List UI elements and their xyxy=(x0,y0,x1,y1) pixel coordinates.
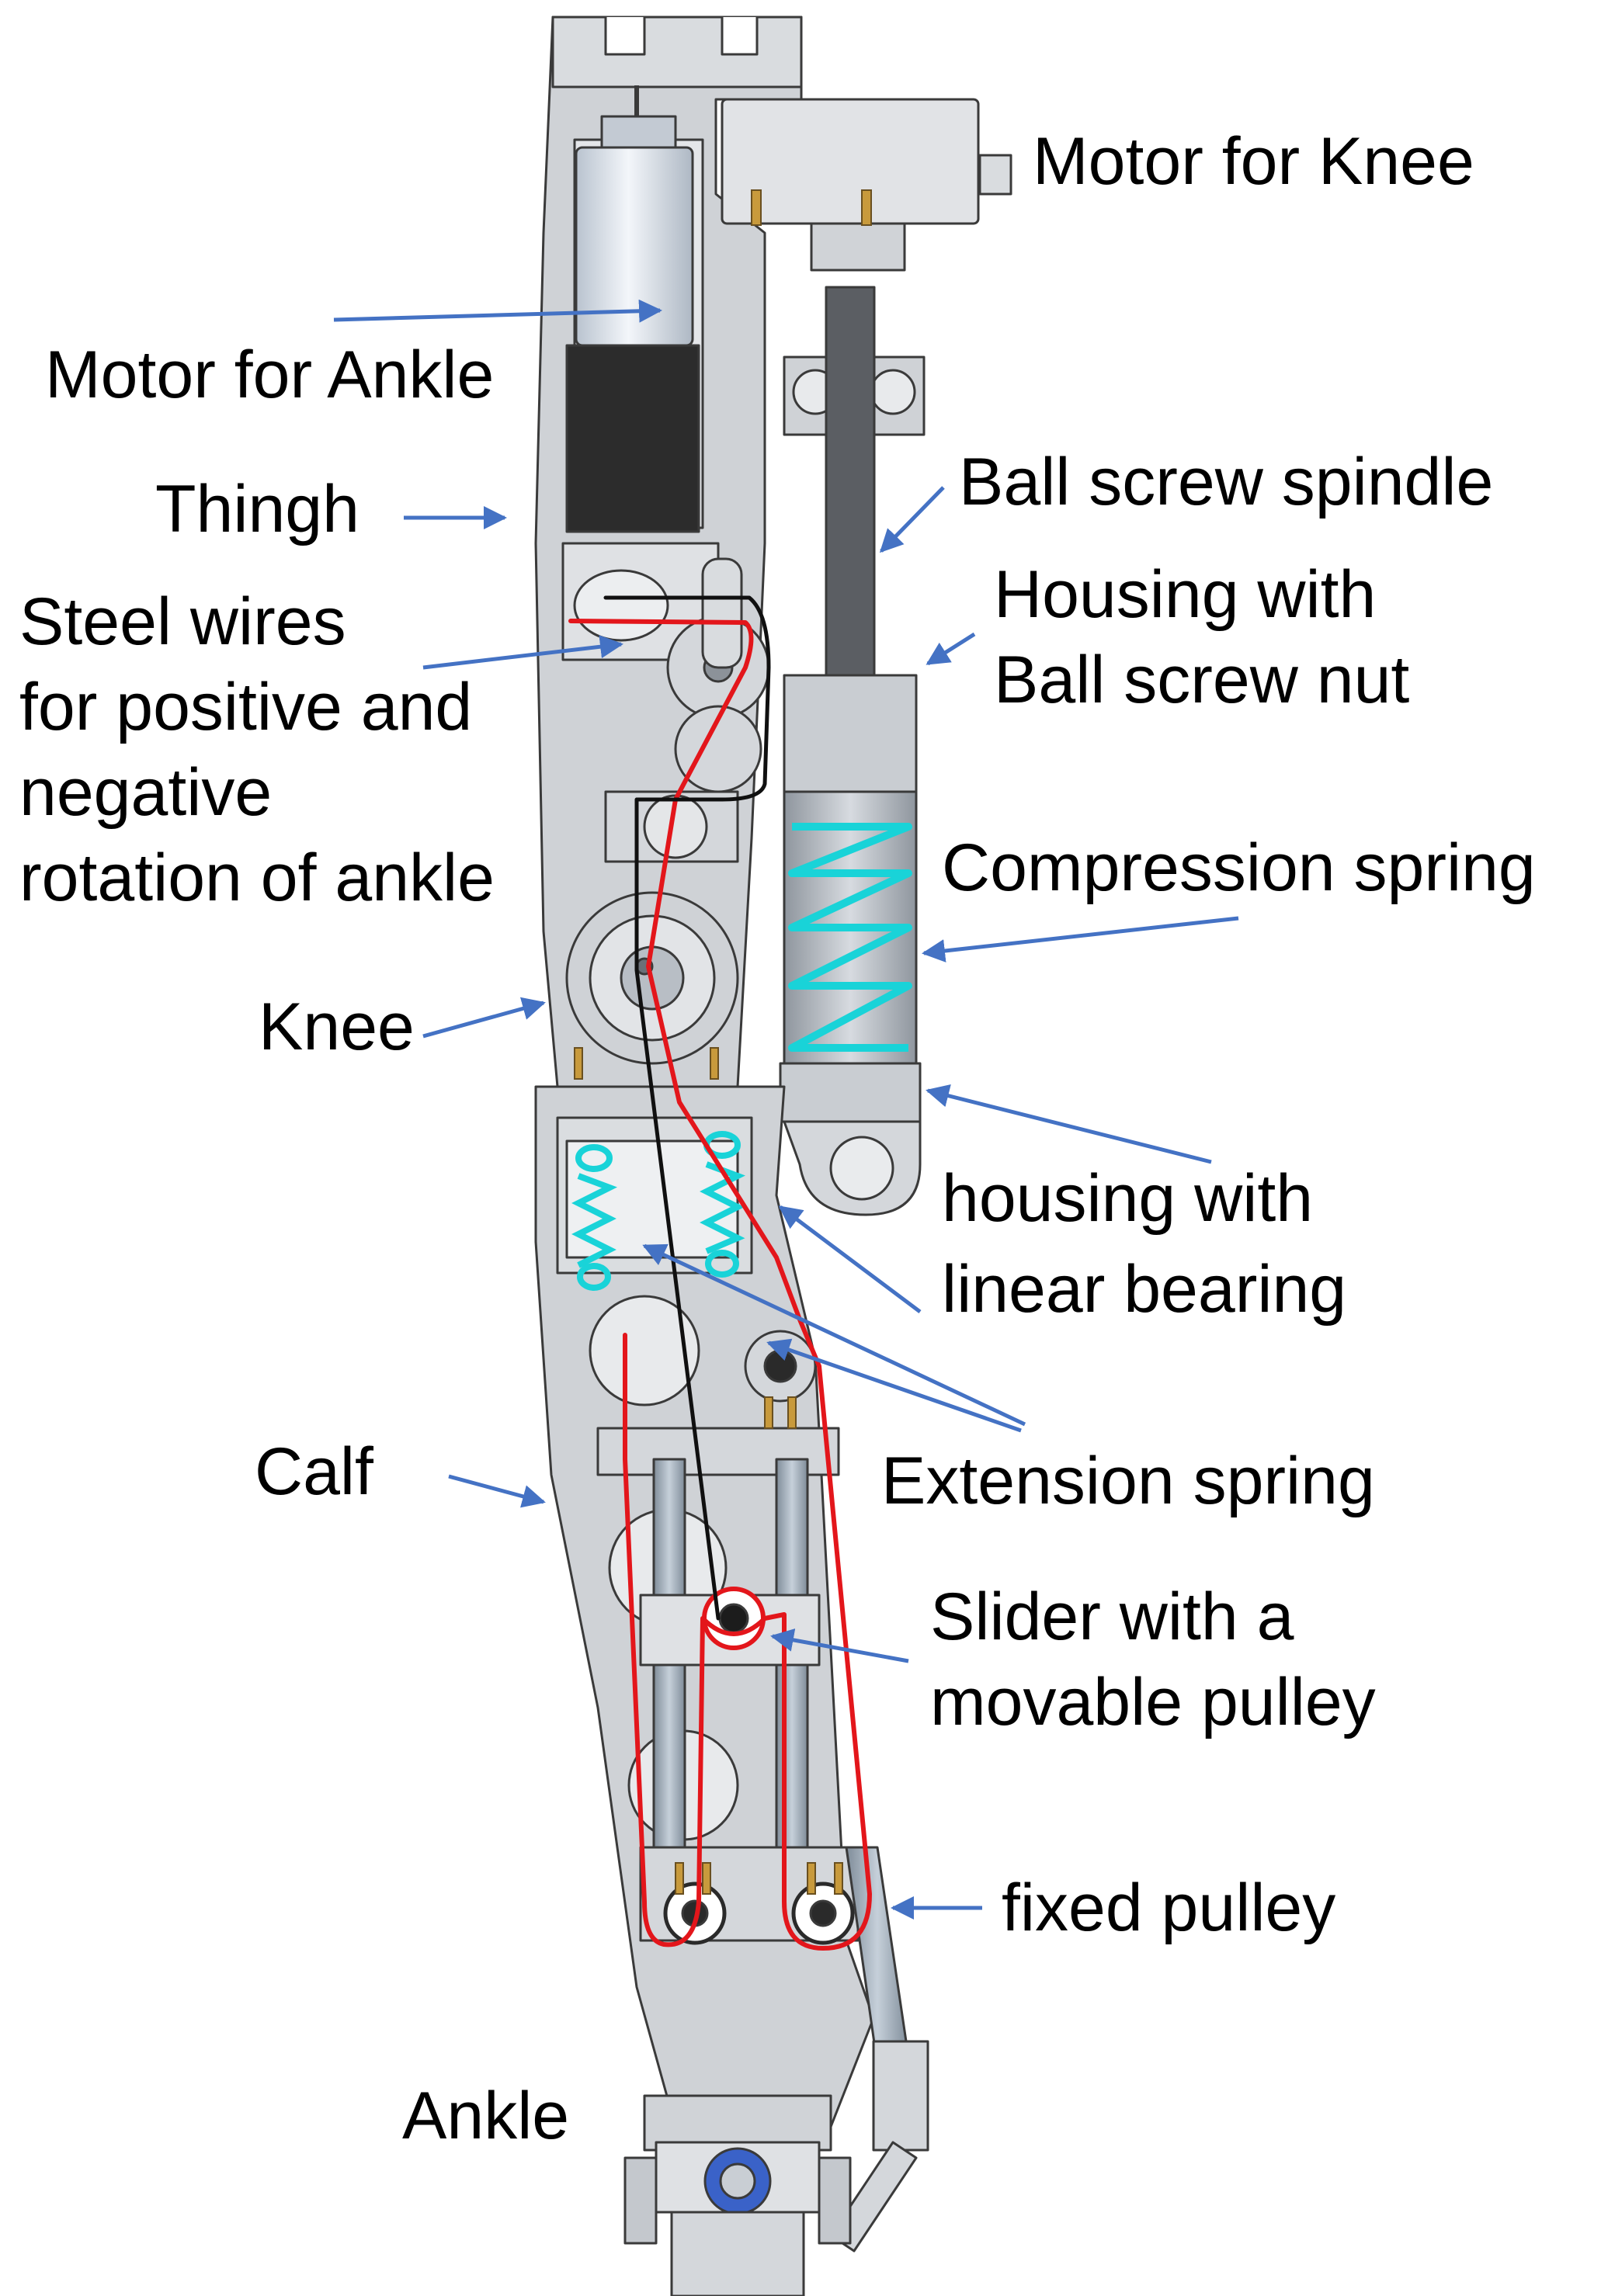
wire-black xyxy=(603,595,771,1621)
label-steel-wires-2: for positive and xyxy=(19,670,472,744)
fasteners xyxy=(574,189,872,1895)
ankle-lever xyxy=(829,2141,918,2253)
extension-springs xyxy=(571,1131,745,1291)
label-steel-wires-1: Steel wires xyxy=(19,584,346,659)
screw xyxy=(834,1862,843,1895)
label-ball-screw-spindle: Ball screw spindle xyxy=(959,445,1493,519)
arrow-motor-ankle xyxy=(333,299,662,323)
fixed-pulley-right-hub xyxy=(809,1899,837,1927)
linear-bearing-housing xyxy=(779,1062,922,1123)
label-extension-spring: Extension spring xyxy=(881,1444,1375,1518)
arrow-housing-bearing-elbow xyxy=(778,1205,922,1313)
label-thigh: Thingh xyxy=(155,472,359,546)
foot-mount xyxy=(670,2211,805,2296)
ankle-side-left xyxy=(623,2156,658,2245)
arrow-extension-right xyxy=(766,1338,1022,1433)
label-knee: Knee xyxy=(259,990,415,1064)
arrow-ball-screw xyxy=(879,486,945,553)
ankle-rod-end xyxy=(872,2040,929,2152)
ext-spring-left-bottom-loop xyxy=(577,1263,611,1291)
pulley-arm xyxy=(701,557,743,669)
thigh-top-notch2 xyxy=(721,17,759,56)
screw xyxy=(807,1862,816,1895)
ball-screw-nut-housing xyxy=(783,674,918,793)
label-steel-wires-3: negative xyxy=(19,755,272,830)
ankle-side-right xyxy=(818,2156,852,2245)
knee-motor-cap xyxy=(978,154,1012,196)
label-slider-1: Slider with a xyxy=(930,1580,1294,1654)
arrow-calf xyxy=(448,1474,546,1508)
thigh-top-notch xyxy=(604,17,646,56)
screw xyxy=(751,189,762,226)
screw xyxy=(861,189,872,226)
ankle-motor-silver xyxy=(575,146,694,347)
wire-red xyxy=(568,619,872,1951)
calf-guide-pulley-hub xyxy=(763,1349,797,1383)
thigh-top-tab xyxy=(551,16,803,88)
ankle-motor-gearbox xyxy=(565,344,700,533)
labels: Motor for Knee Motor for Ankle Thingh Ba… xyxy=(19,124,1536,2153)
screw xyxy=(574,1047,583,1080)
ext-spring-right-coil xyxy=(700,1161,745,1254)
label-housing-nut-1: Housing with xyxy=(994,557,1376,632)
screw xyxy=(710,1047,719,1080)
label-slider-2: movable pulley xyxy=(930,1665,1376,1739)
ext-spring-left-coil xyxy=(571,1173,617,1268)
label-compression-spring: Compression spring xyxy=(942,831,1536,905)
label-housing-nut-2: Ball screw nut xyxy=(994,643,1409,717)
arrow-steel-wires xyxy=(422,635,623,670)
label-motor-ankle: Motor for Ankle xyxy=(45,338,494,412)
label-housing-bearing-2: linear bearing xyxy=(942,1252,1346,1327)
compression-spring xyxy=(788,823,912,1052)
callout-arrows xyxy=(333,299,1239,1920)
movable-pulley-hub xyxy=(718,1603,749,1634)
knee-screw-mount xyxy=(810,222,906,272)
label-housing-bearing-1: housing with xyxy=(942,1161,1313,1236)
label-motor-knee: Motor for Knee xyxy=(1033,124,1474,199)
screw xyxy=(764,1396,773,1429)
arrow-housing-nut xyxy=(926,632,976,666)
ext-spring-left-top-loop xyxy=(575,1144,613,1172)
label-calf: Calf xyxy=(255,1434,374,1509)
bearing-right xyxy=(870,369,916,415)
screw xyxy=(787,1396,797,1429)
arrow-knee xyxy=(422,997,546,1039)
ext-spring-right-bottom-loop xyxy=(705,1250,739,1278)
arrow-housing-bearing xyxy=(926,1084,1212,1164)
arrow-compression-spring xyxy=(922,916,1239,962)
label-ankle: Ankle xyxy=(402,2079,569,2153)
linear-bearing-hole xyxy=(829,1136,894,1201)
ankle-bearing-hub xyxy=(719,2162,756,2200)
leg-mechanism xyxy=(534,16,1012,2296)
wire-spool xyxy=(573,569,669,642)
ankle-motor-top xyxy=(600,115,677,149)
label-fixed-pulley: fixed pulley xyxy=(1002,1871,1335,1945)
screw xyxy=(675,1862,684,1895)
calf-hole-upper xyxy=(589,1295,700,1406)
steel-wires xyxy=(568,595,872,1951)
label-steel-wires-4: rotation of ankle xyxy=(19,841,495,915)
arrow-extension-left xyxy=(642,1243,1026,1427)
arrow-slider xyxy=(770,1628,909,1663)
screw xyxy=(702,1862,711,1895)
